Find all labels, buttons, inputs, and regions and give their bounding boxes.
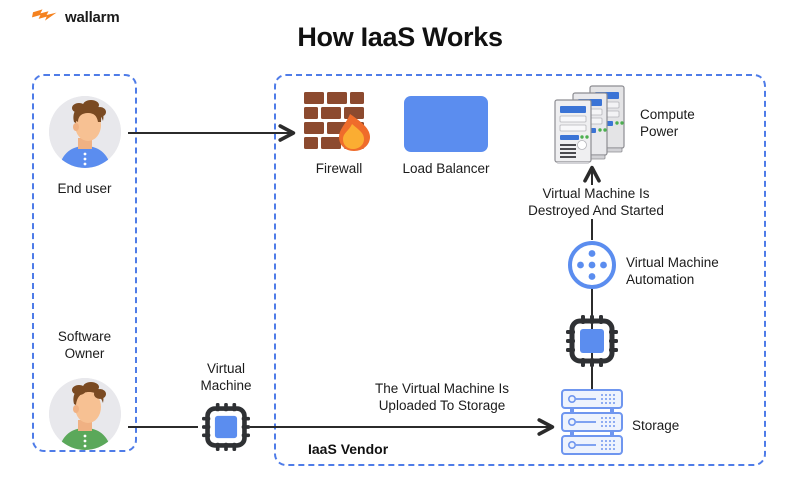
avatar-software-owner bbox=[49, 378, 121, 450]
brand-name: wallarm bbox=[65, 9, 120, 26]
storage-rack-icon bbox=[558, 388, 626, 465]
label-software-owner: Software Owner bbox=[57, 329, 112, 361]
label-firewall: Firewall bbox=[315, 161, 363, 176]
label-compute-power: Compute Power bbox=[640, 107, 695, 139]
wallarm-bolt-logo-icon bbox=[32, 8, 58, 27]
label-vm-destroyed-and-started: Virtual Machine Is Destroyed And Started bbox=[488, 185, 704, 219]
automation-circle-dots-icon bbox=[567, 240, 617, 295]
iaas-vendor-label: IaaS Vendor bbox=[304, 441, 393, 457]
avatar-end-user bbox=[49, 96, 121, 168]
label-storage: Storage bbox=[632, 418, 680, 433]
label-load-balancer: Load Balancer bbox=[402, 161, 490, 176]
label-end-user: End user bbox=[57, 181, 112, 196]
page-title: How IaaS Works bbox=[297, 22, 503, 52]
server-stack-icon bbox=[552, 84, 634, 169]
cpu-chip-icon-virtual-machine bbox=[202, 403, 250, 456]
client-group-box bbox=[32, 74, 137, 452]
cpu-chip-icon-center bbox=[566, 315, 618, 372]
firewall-brick-flame-icon bbox=[302, 90, 374, 157]
label-virtual-machine: Virtual Machine bbox=[200, 361, 252, 393]
iaas-vendor-group-box bbox=[274, 74, 766, 466]
label-vm-automation: Virtual Machine Automation bbox=[626, 255, 719, 287]
label-uploaded-to-storage: The Virtual Machine Is Uploaded To Stora… bbox=[342, 380, 542, 414]
brand-logo: wallarm bbox=[32, 8, 120, 27]
load-balancer-rect-icon bbox=[404, 96, 488, 152]
